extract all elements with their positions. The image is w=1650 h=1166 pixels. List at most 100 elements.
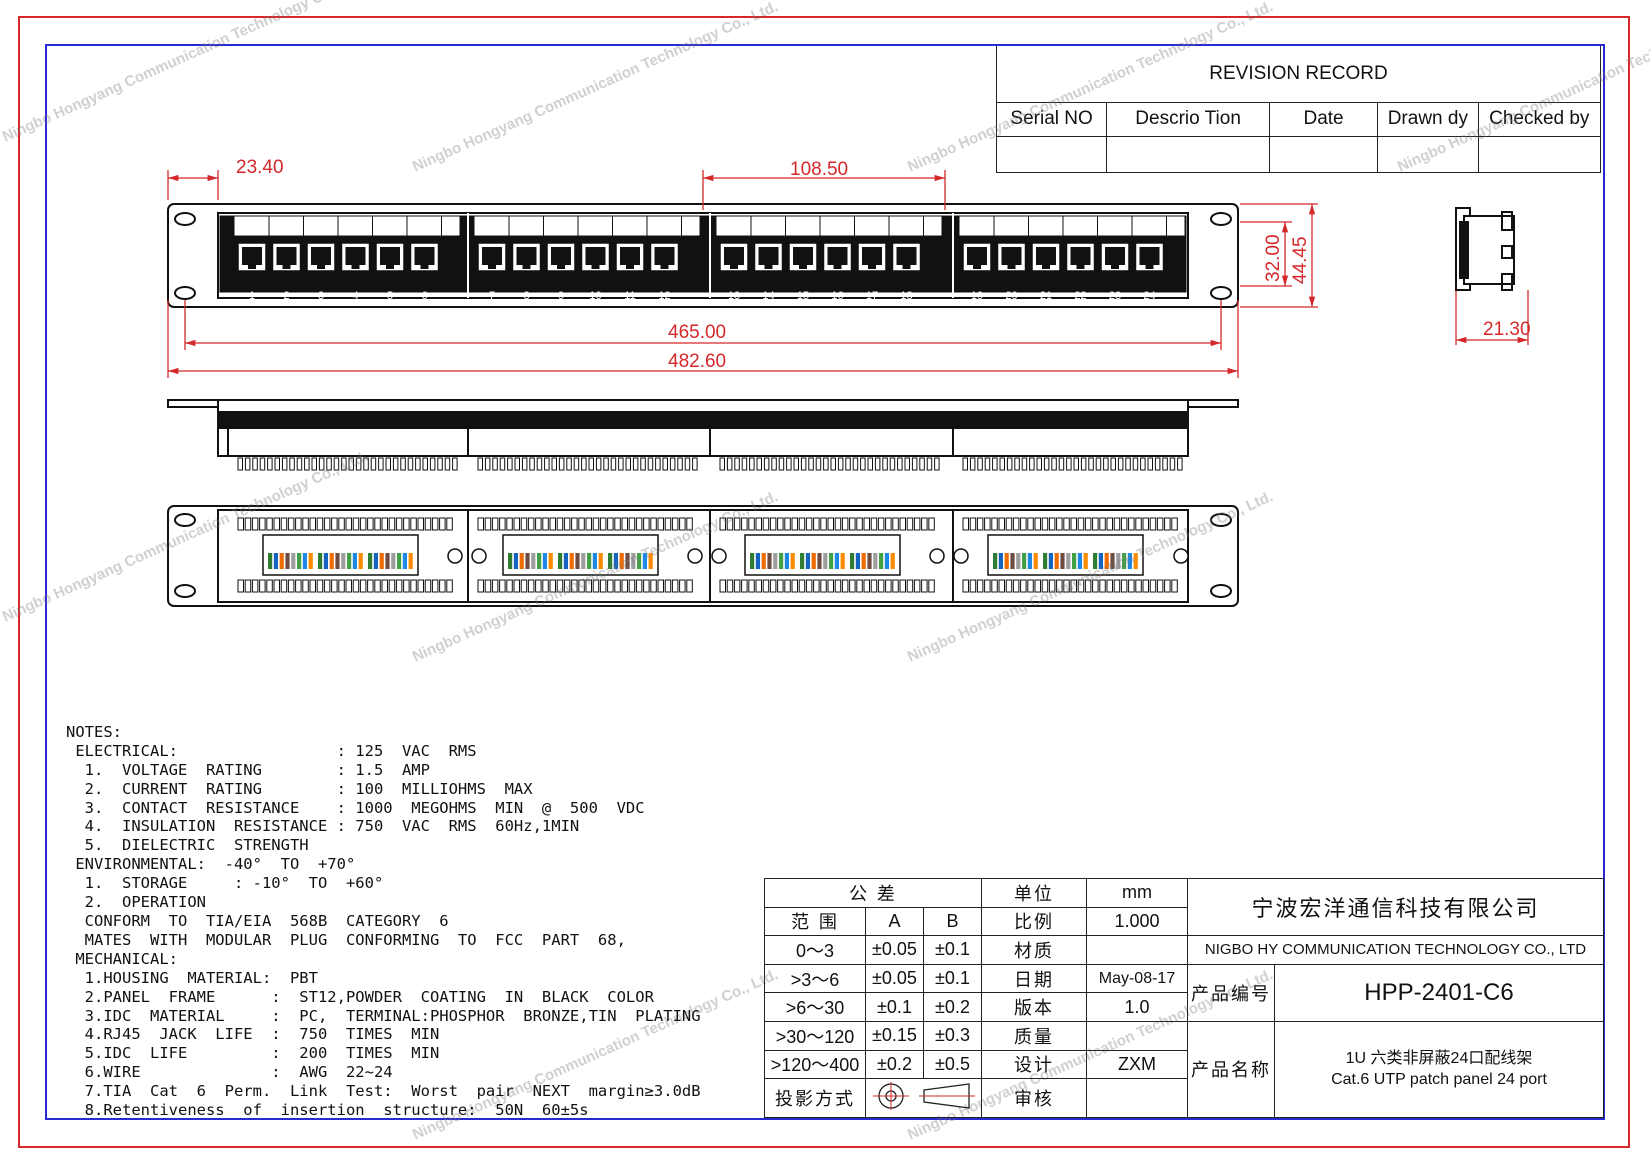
tolerance-b: ±0.1	[923, 963, 982, 994]
port-number: 15	[797, 290, 809, 302]
dimension-overall-height: 44.45	[1290, 236, 1311, 284]
notes-line: 5.IDC LIFE : 200 TIMES MIN	[66, 1044, 440, 1063]
attr-value-design: ZXM	[1086, 1049, 1188, 1080]
tolerance-range: >3～6	[764, 963, 866, 994]
notes-line: ENVIRONMENTAL: -40° TO +70°	[66, 855, 356, 874]
outer-frame-border	[18, 16, 1630, 1148]
tolerance-range: 0～3	[764, 935, 866, 965]
port-number: 10	[589, 290, 601, 302]
revision-header-description: Descrio Tion	[1106, 101, 1270, 137]
port-number: 5	[387, 290, 393, 302]
port-number: 14	[762, 290, 774, 302]
product-name-en: Cat.6 UTP patch panel 24 port	[1331, 1071, 1547, 1089]
attr-value-unit: mm	[1086, 878, 1188, 908]
notes-line: MATES WITH MODULAR PLUG CONFORMING TO FC…	[66, 930, 626, 949]
notes-line: 1.HOUSING MATERIAL: PBT	[66, 968, 318, 987]
tolerance-b: ±0.3	[923, 1020, 982, 1051]
projection-label: 投影方式	[764, 1078, 866, 1118]
revision-header-drawn: Drawn dy	[1377, 101, 1479, 137]
company-name-en: NIGBO HY COMMUNICATION TECHNOLOGY CO., L…	[1187, 935, 1604, 965]
dimension-overall-width: 482.60	[668, 351, 726, 372]
port-number: 2	[283, 290, 289, 302]
port-number: 21	[1040, 290, 1052, 302]
revision-header-serial: Serial NO	[995, 101, 1108, 137]
notes-line: 3.IDC MATERIAL : PC, TERMINAL:PHOSPHOR B…	[66, 1006, 701, 1025]
attr-value-quality	[1086, 1020, 1188, 1051]
port-number: 23	[1109, 290, 1121, 302]
notes-line: MECHANICAL:	[66, 949, 178, 968]
specification-notes: NOTES: ELECTRICAL: : 125 VAC RMS 1. VOLT…	[66, 704, 701, 1139]
screw-icon	[1173, 548, 1189, 564]
tolerance-b: ±0.1	[923, 935, 982, 965]
port-number: 18	[900, 290, 912, 302]
attr-label-scale: 比例	[981, 906, 1087, 937]
inner-frame-border	[45, 44, 1605, 1120]
tolerance-range: >120～400	[764, 1049, 866, 1080]
port-number: 22	[1074, 290, 1086, 302]
range-header: 范 围	[764, 906, 866, 937]
projection-icon	[872, 1081, 975, 1110]
notes-line: ELECTRICAL: : 125 VAC RMS	[66, 741, 477, 760]
attr-label-date: 日期	[981, 963, 1087, 994]
port-number: 7	[489, 290, 495, 302]
label-strip	[473, 215, 701, 237]
company-name-cn: 宁波宏洋通信科技有限公司	[1187, 877, 1604, 937]
tolerance-col-a: A	[865, 906, 924, 937]
attr-label-material: 材质	[981, 935, 1087, 965]
top-view	[167, 399, 1239, 457]
tolerance-header: 公 差	[764, 878, 982, 908]
notes-line: 4. INSULATION RESISTANCE : 750 VAC RMS 6…	[66, 817, 580, 836]
tolerance-range: >6～30	[764, 992, 866, 1022]
port-number: 6	[421, 290, 427, 302]
dimension-port-pitch: 23.40	[236, 157, 284, 178]
category-label: Cat.6	[1195, 248, 1226, 263]
port-number: 4	[352, 290, 358, 302]
screw-icon	[953, 548, 969, 564]
notes-line: 4.RJ45 JACK LIFE : 750 TIMES MIN	[66, 1025, 440, 1044]
attr-value-material	[1086, 935, 1188, 965]
revision-header-date: Date	[1268, 101, 1379, 137]
attr-value-review	[1086, 1078, 1188, 1118]
screw-icon	[447, 548, 463, 564]
notes-line: 8.Retentiveness of insertion structure: …	[66, 1101, 589, 1120]
dimension-group-width: 108.50	[790, 159, 848, 180]
top-view-idc-teeth	[227, 428, 1183, 471]
product-name-label: 产品名称	[1187, 1020, 1275, 1119]
label-strip	[233, 215, 461, 237]
tolerance-a: ±0.15	[865, 1020, 924, 1051]
screw-icon	[687, 548, 703, 564]
dimension-mount-spacing: 465.00	[668, 322, 726, 343]
port-number: 1	[249, 290, 255, 302]
notes-line: 3. CONTACT RESISTANCE : 1000 MEGOHMS MIN…	[66, 798, 645, 817]
screw-icon	[471, 548, 487, 564]
revision-title: REVISION RECORD	[996, 46, 1601, 103]
tolerance-b: ±0.2	[923, 992, 982, 1022]
notes-line: 1. STORAGE : -10° TO +60°	[66, 874, 384, 893]
screw-icon	[711, 548, 727, 564]
notes-line: 2.PANEL FRAME : ST12,POWDER COATING IN B…	[66, 987, 654, 1006]
port-number: 12	[658, 290, 670, 302]
tolerance-a: ±0.2	[865, 1049, 924, 1080]
notes-line: 1. VOLTAGE RATING : 1.5 AMP	[66, 760, 430, 779]
attr-label-quality: 质量	[981, 1020, 1087, 1051]
attr-label-design: 设计	[981, 1049, 1087, 1080]
notes-line: 7.TIA Cat 6 Perm. Link Test: Worst pair …	[66, 1082, 701, 1101]
tolerance-range: >30～120	[764, 1020, 866, 1051]
label-strip	[715, 215, 943, 237]
notes-line: 2. CURRENT RATING : 100 MILLIOHMS MAX	[66, 779, 533, 798]
product-code: HPP-2401-C6	[1274, 963, 1604, 1022]
label-strip	[958, 215, 1186, 237]
port-number: 3	[318, 290, 324, 302]
port-number: 17	[866, 290, 878, 302]
port-number: 20	[1005, 290, 1017, 302]
notes-line: CONFORM TO TIA/EIA 568B CATEGORY 6	[66, 911, 449, 930]
port-number: 11	[624, 290, 635, 302]
port-number: 16	[831, 290, 843, 302]
notes-line: 6.WIRE : AWG 22~24	[66, 1063, 393, 1082]
port-number: 24	[1143, 290, 1155, 302]
tolerance-a: ±0.1	[865, 992, 924, 1022]
attr-label-version: 版本	[981, 992, 1087, 1022]
tolerance-a: ±0.05	[865, 963, 924, 994]
